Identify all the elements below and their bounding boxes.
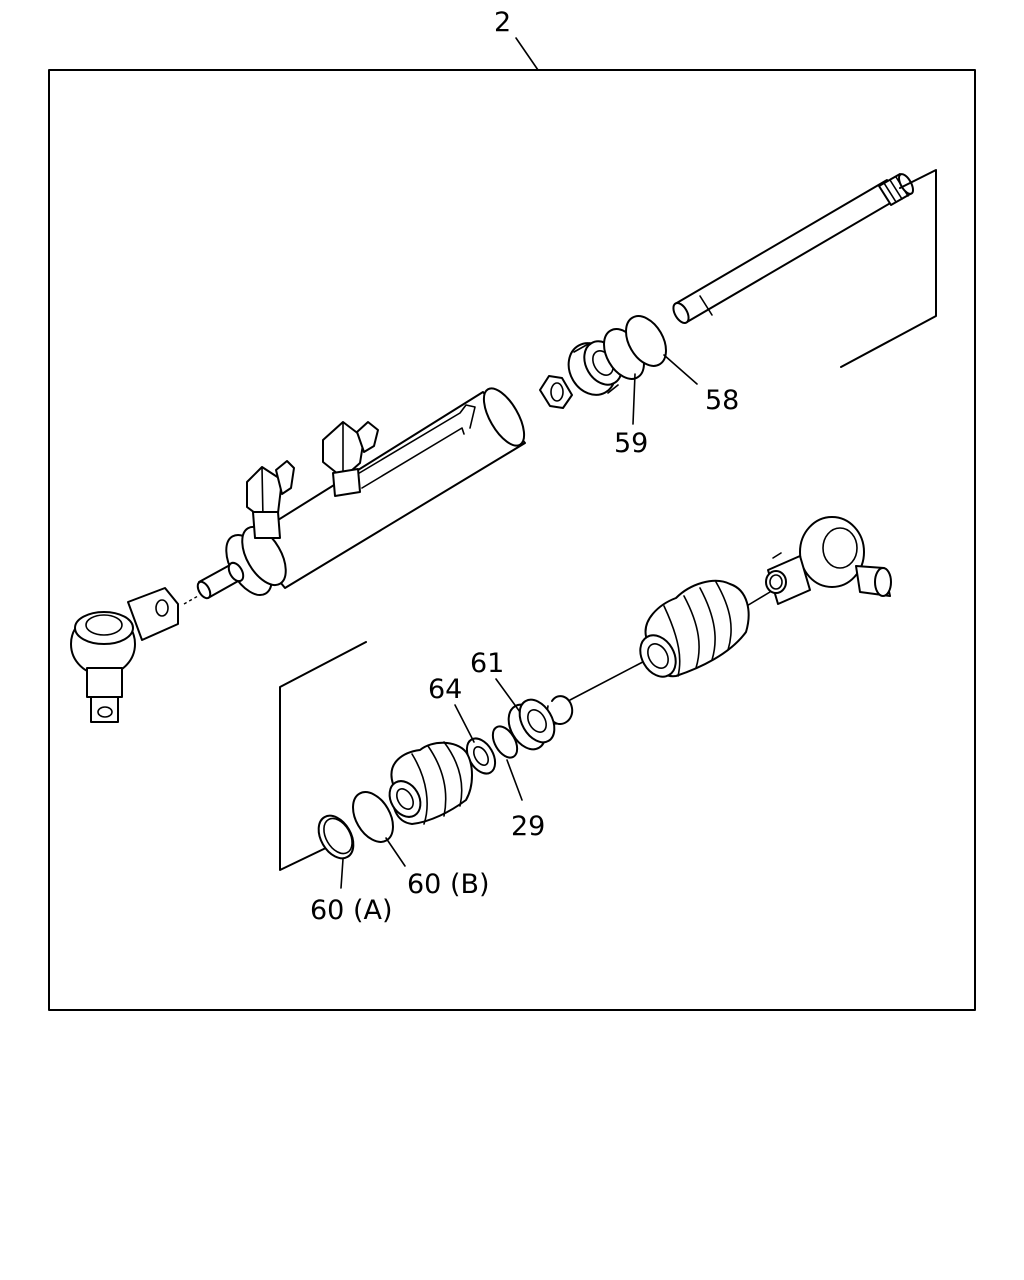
tie-rod-end-left xyxy=(70,587,179,723)
o-ring-60a xyxy=(317,814,355,860)
piston-rod xyxy=(672,173,914,324)
o-ring-60b xyxy=(352,791,394,843)
tie-rod-end-right xyxy=(765,516,892,605)
bearing-61 xyxy=(507,698,556,751)
callout-60b: 60 (B) xyxy=(407,869,490,900)
hex-nut xyxy=(539,375,573,409)
leader-59 xyxy=(632,373,636,425)
assembly-leader-line xyxy=(515,37,539,71)
assembly-number-label: 2 xyxy=(494,7,511,38)
port-fitting-front xyxy=(246,460,295,539)
washer-29 xyxy=(491,725,519,759)
callout-64: 64 xyxy=(428,674,462,705)
snap-ring xyxy=(551,695,574,726)
callout-60a: 60 (A) xyxy=(310,895,392,926)
port-fitting-rear xyxy=(322,421,379,497)
leader-58 xyxy=(663,354,698,385)
leader-61 xyxy=(495,678,521,713)
cylinder-tube xyxy=(225,387,526,596)
callout-58: 58 xyxy=(705,385,739,416)
leader-60a xyxy=(340,858,344,889)
rod-end-stub xyxy=(183,561,245,605)
leader-60b xyxy=(385,837,406,867)
leader-29 xyxy=(506,759,523,801)
callout-59: 59 xyxy=(614,428,648,459)
bush-64 xyxy=(465,737,497,775)
callout-29: 29 xyxy=(511,811,545,842)
seal-ring-58 xyxy=(625,315,667,367)
dust-boot-right xyxy=(639,579,750,678)
dust-boot-left xyxy=(388,741,473,825)
callout-61: 61 xyxy=(470,648,504,679)
leader-64 xyxy=(454,704,475,743)
assembly-frame xyxy=(48,69,976,1011)
